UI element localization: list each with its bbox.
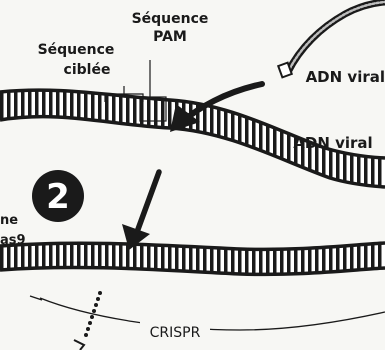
crispr-bracket xyxy=(30,296,385,342)
dna-rung xyxy=(98,76,102,138)
dna-rung xyxy=(35,79,39,138)
dna-rung xyxy=(105,76,109,138)
dna-rung xyxy=(49,78,53,138)
dna-rung xyxy=(42,78,46,138)
viral-dna-label-middle: ADN viral xyxy=(293,134,372,152)
dotted-connector xyxy=(74,291,102,350)
target-label-line1: Séquence xyxy=(38,42,115,58)
dna-rung xyxy=(287,238,291,278)
dna-rung xyxy=(245,238,249,278)
dna-rung xyxy=(91,76,95,138)
pam-label-line2: PAM xyxy=(153,29,187,45)
dna-rung xyxy=(70,76,74,138)
pam-label-line1: Séquence xyxy=(132,11,209,27)
dna-rung xyxy=(371,144,375,196)
arrow-down-to-crispr xyxy=(122,172,159,250)
dna-rung xyxy=(112,76,116,138)
dna-rung xyxy=(238,238,242,278)
dna-rung xyxy=(154,79,158,138)
viral-dna-label-top: ADN viral xyxy=(306,68,385,86)
dna-rung xyxy=(266,238,270,278)
viral-dna-fragment xyxy=(278,2,385,77)
cas9-label-line2: as9 xyxy=(0,233,26,248)
step-badge: 2 xyxy=(32,170,84,222)
dna-rung xyxy=(287,122,291,173)
dna-rung xyxy=(84,76,88,138)
dna-rung xyxy=(77,76,81,138)
dna-rung xyxy=(378,146,382,198)
dna-rung xyxy=(28,79,32,138)
dna-rung xyxy=(63,77,67,138)
dna-rung xyxy=(280,120,284,171)
dna-rung xyxy=(273,118,277,169)
target-label-line2: ciblée xyxy=(64,62,111,78)
dna-rung xyxy=(259,238,263,278)
dna-strand-lower xyxy=(0,238,385,278)
dna-rung xyxy=(56,77,60,138)
cas9-label-line1: ne xyxy=(0,213,18,228)
dna-rung xyxy=(280,238,284,278)
dna-rung xyxy=(252,238,256,278)
dna-rung xyxy=(133,77,137,138)
dna-rung xyxy=(119,77,123,138)
dna-rung xyxy=(273,238,277,278)
dna-rung xyxy=(126,77,130,138)
step-number: 2 xyxy=(46,177,70,217)
crispr-label: CRISPR xyxy=(150,325,201,341)
